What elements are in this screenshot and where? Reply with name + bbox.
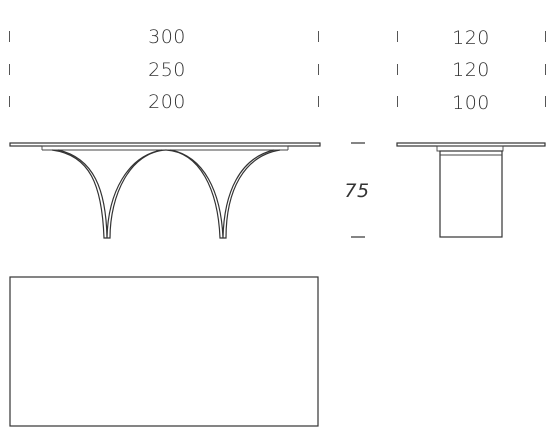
- depth-tick-right-3: [545, 96, 546, 107]
- side-elevation: [396, 142, 546, 238]
- depth-dimension-1: 120: [452, 27, 490, 49]
- length-tick-left-2: [9, 64, 10, 75]
- right-leg-outer-arch: [165, 149, 281, 239]
- left-leg-outer-arch: [51, 149, 167, 239]
- depth-tick-right-2: [545, 64, 546, 75]
- length-tick-right-2: [318, 64, 319, 75]
- length-tick-right-3: [318, 96, 319, 107]
- side-leg: [439, 150, 503, 238]
- depth-tick-right-1: [545, 31, 546, 42]
- height-dimension-75: 75: [344, 180, 370, 202]
- depth-dimension-3: 100: [452, 92, 490, 114]
- plan-view-tabletop: [9, 276, 319, 427]
- side-apron: [436, 145, 504, 152]
- length-tick-left-1: [9, 31, 10, 42]
- right-leg-inner-arch: [169, 149, 275, 239]
- length-dimension-300: 300: [148, 26, 186, 48]
- depth-tick-left-3: [397, 96, 398, 107]
- front-elevation: [9, 142, 321, 239]
- length-tick-left-3: [9, 96, 10, 107]
- length-dimension-200: 200: [148, 91, 186, 113]
- depth-tick-left-1: [397, 31, 398, 42]
- length-dimension-250: 250: [148, 59, 186, 81]
- depth-dimension-2: 120: [452, 59, 490, 81]
- length-tick-right-1: [318, 31, 319, 42]
- depth-tick-left-2: [397, 64, 398, 75]
- left-leg-inner-arch: [57, 149, 163, 239]
